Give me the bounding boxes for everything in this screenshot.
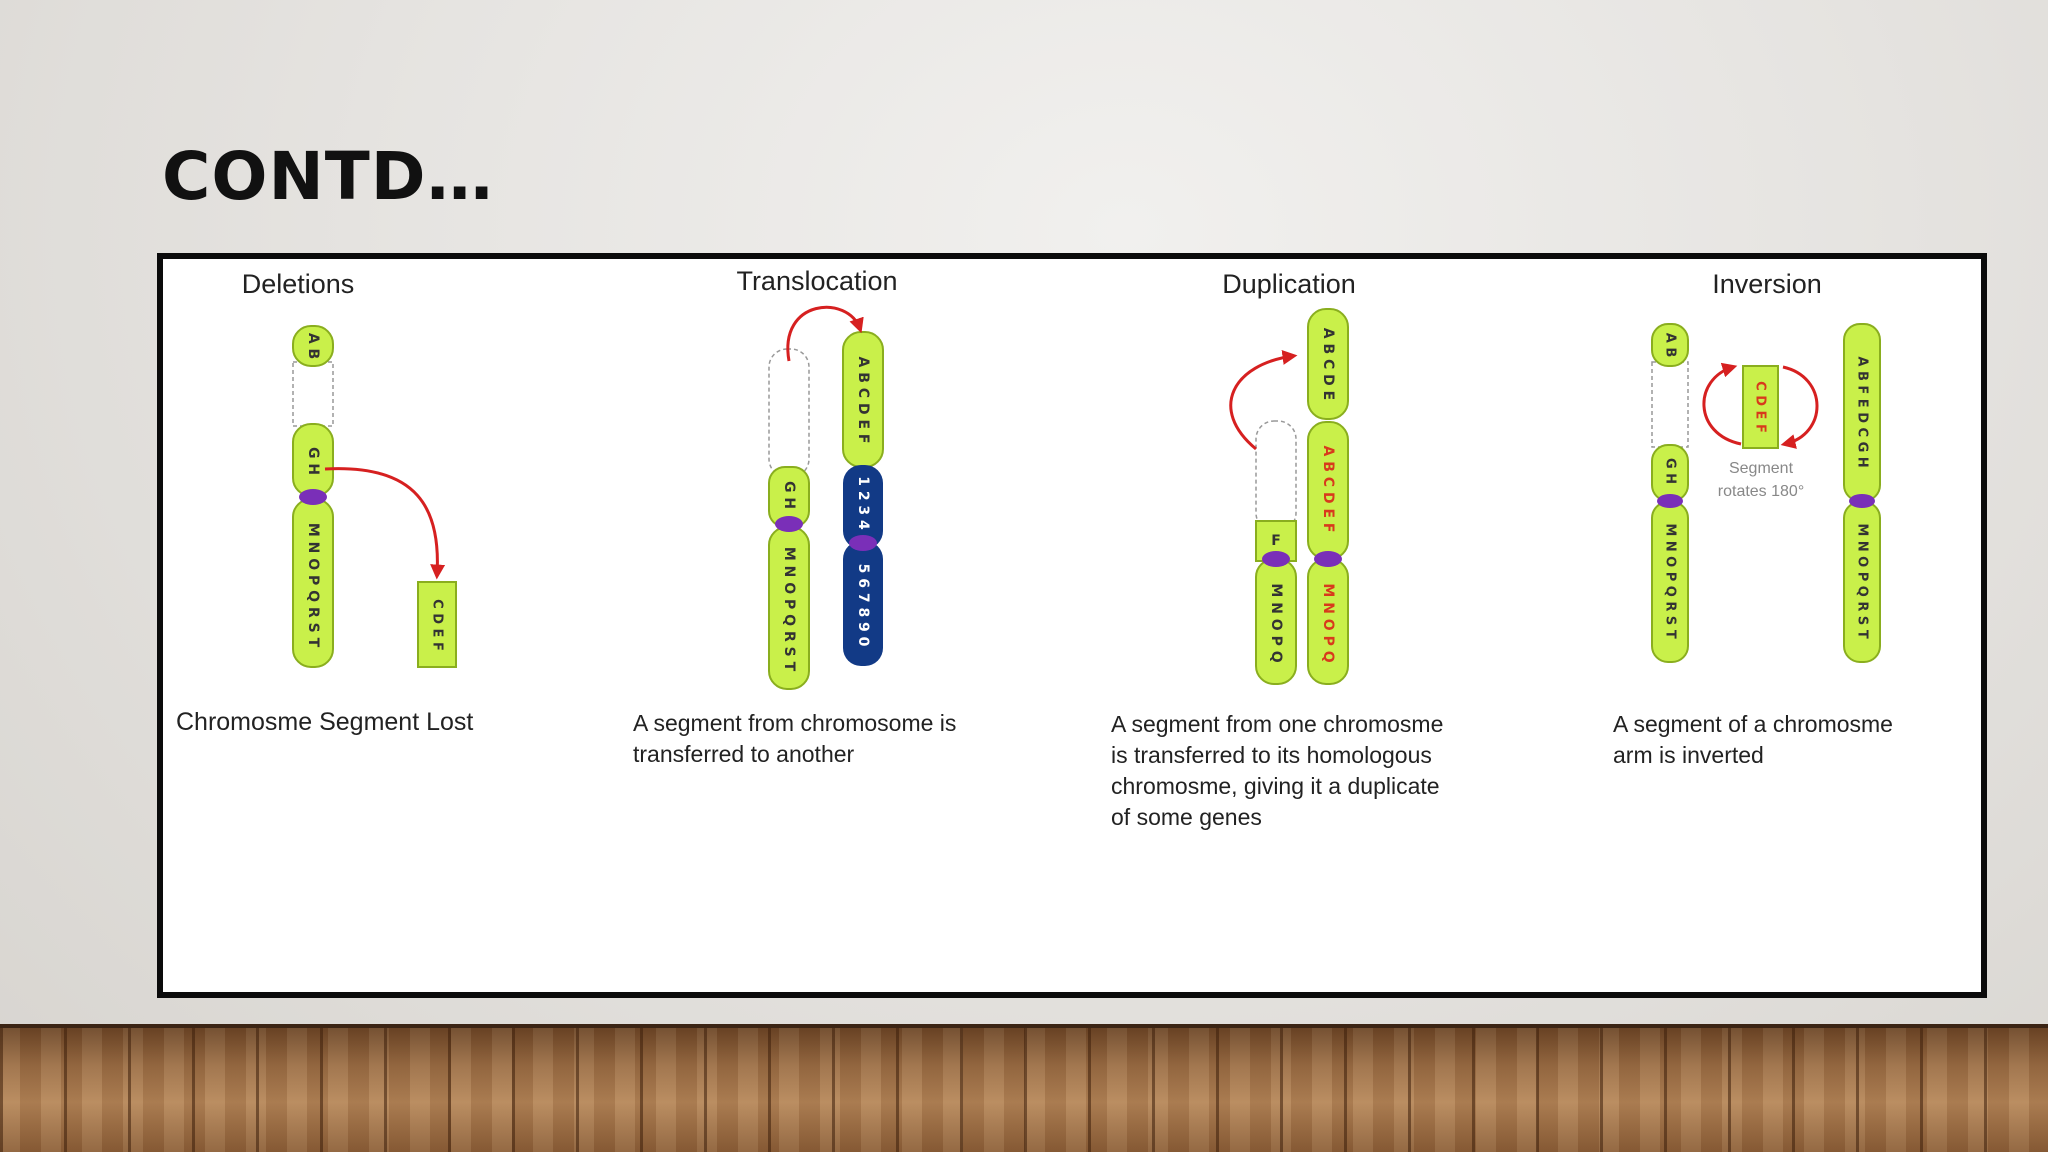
duplication-diagram: Duplication F M N O P Q A B C D E A B C … <box>1222 269 1356 685</box>
translocation-chromosome-b-foreign-short <box>843 465 883 549</box>
deletion-title: Deletions <box>242 269 355 299</box>
deletion-label-long-arm: M N O P Q R S T <box>305 523 321 648</box>
inversion-centromere-a <box>1657 494 1683 508</box>
inversion-arrow-right <box>1780 365 1819 449</box>
deletion-arrow <box>324 467 446 580</box>
inversion-b-label-long-arm: M N O P Q R S T <box>1855 523 1870 639</box>
segment-rotation-note-line2: rotates 180° <box>1718 483 1804 500</box>
translocation-b-label-567890: 5 6 7 8 9 0 <box>855 564 871 647</box>
inversion-a-label-ab: A B <box>1663 333 1678 358</box>
slide-title: CONTD… <box>162 138 494 215</box>
duplication-b-label-abcde: A B C D E <box>1320 328 1336 400</box>
translocation-chromosome-b-foreign-long <box>843 541 883 666</box>
inversion-diagram: Inversion A B G H M N O P Q R S T C D E … <box>1651 269 1881 663</box>
translocation-title: Translocation <box>736 266 897 296</box>
floor-edge <box>0 1024 2048 1030</box>
translocation-empty-segment <box>768 348 810 478</box>
translocation-diagram: Translocation G H M N O P Q R S T A B C … <box>736 266 898 690</box>
duplication-centromere-a <box>1262 551 1290 567</box>
duplication-b-label-long-arm: M N O P Q <box>1320 583 1336 662</box>
deletion-label-ab: A B <box>305 333 321 359</box>
duplication-b-label-abcdef: A B C D E F <box>1320 446 1336 533</box>
inversion-b-label-short-arm: A B F E D C G H <box>1855 356 1870 467</box>
duplication-caption: A segment from one chromosme is transfer… <box>1111 711 1444 830</box>
translocation-caption: A segment from chromosome is transferred… <box>633 710 957 767</box>
rotating-segment <box>1742 365 1779 449</box>
deleted-fragment-label: C D E F <box>430 599 445 651</box>
chromosome-mutations-figure: Deletions A B G H M N O P Q R S T C D E … <box>157 253 1987 998</box>
translocation-centromere-b <box>849 535 877 551</box>
duplication-a-label-long-arm: M N O P Q <box>1268 583 1284 662</box>
translocation-b-label-abcdef: A B C D E F <box>855 357 871 444</box>
inversion-a-label-gh: G H <box>1663 458 1678 484</box>
inversion-empty-segment <box>1651 361 1689 448</box>
duplication-chromosome-b-top <box>1307 308 1349 420</box>
translocation-b-label-1234: 1 2 3 4 <box>855 476 871 530</box>
duplication-empty-segment <box>1255 420 1297 532</box>
inversion-a-label-long-arm: M N O P Q R S T <box>1663 523 1678 639</box>
duplication-title: Duplication <box>1222 269 1356 299</box>
duplication-a-label-f: F <box>1271 533 1281 549</box>
deletion-label-gh: G H <box>305 447 321 475</box>
inversion-title: Inversion <box>1712 269 1822 299</box>
deleted-gap <box>292 361 334 427</box>
duplication-arrow <box>1229 349 1298 451</box>
wooden-floor <box>0 1028 2048 1152</box>
deletion-diagram: Deletions A B G H M N O P Q R S T C D E … <box>242 269 457 668</box>
deletion-chromosome-top <box>292 325 334 367</box>
inversion-caption: A segment of a chromosme arm is inverted <box>1613 711 1893 768</box>
translocation-centromere-a <box>775 516 803 532</box>
segment-rotation-note-line1: Segment <box>1729 460 1794 477</box>
inversion-chromosome-a-top <box>1651 323 1689 367</box>
deleted-fragment <box>417 581 457 668</box>
rotating-segment-label: C D E F <box>1753 381 1768 433</box>
translocation-a-label-gh: G H <box>781 481 797 509</box>
deletion-caption: Chromosme Segment Lost <box>176 708 474 736</box>
inversion-centromere-b <box>1849 494 1875 508</box>
translocation-a-label-long-arm: M N O P Q R S T <box>781 547 797 672</box>
duplication-centromere-b <box>1314 551 1342 567</box>
deletion-centromere <box>299 489 327 505</box>
translocation-arrow <box>786 305 864 362</box>
inversion-arrow-left <box>1702 362 1742 446</box>
